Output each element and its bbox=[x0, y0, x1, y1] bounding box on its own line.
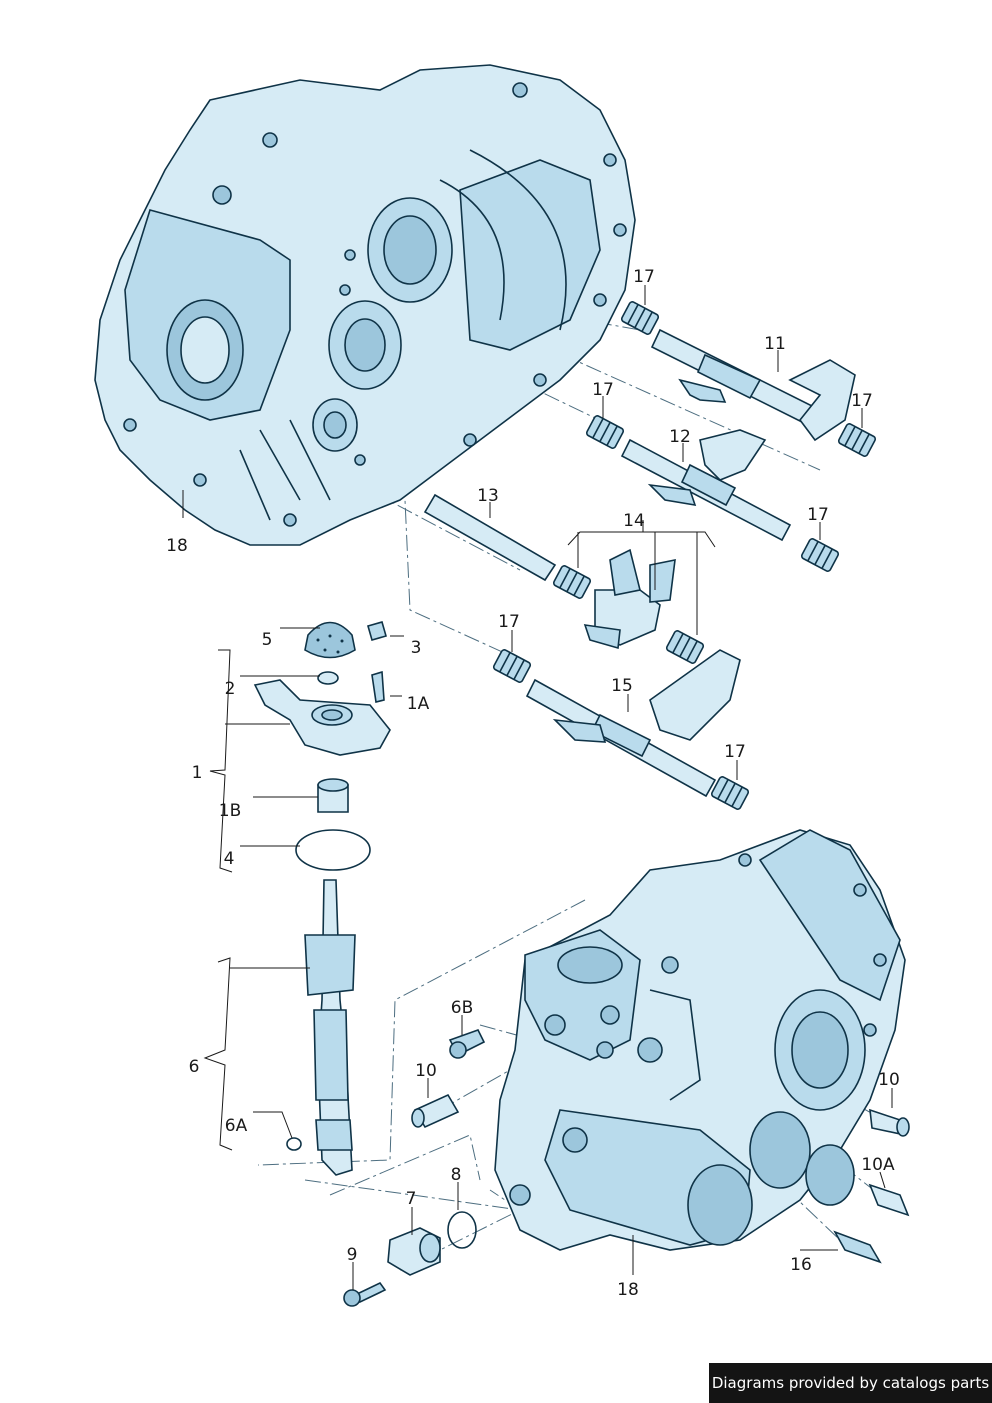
callout-9: 9 bbox=[347, 1245, 358, 1265]
callout-2: 2 bbox=[225, 679, 236, 699]
footer-credit-banner: Diagrams provided by catalogs parts bbox=[709, 1363, 992, 1403]
callout-5: 5 bbox=[262, 630, 273, 650]
callout-13: 13 bbox=[477, 486, 499, 506]
selector-assembly bbox=[253, 621, 391, 871]
callout-14: 14 bbox=[623, 511, 645, 531]
callout-10A: 10A bbox=[861, 1155, 895, 1175]
callout-1B: 1B bbox=[219, 801, 241, 821]
callout-17: 17 bbox=[633, 267, 655, 287]
selector-shaft bbox=[286, 879, 356, 1176]
callout-7: 7 bbox=[406, 1189, 417, 1209]
callout-17: 17 bbox=[851, 391, 873, 411]
callout-1A: 1A bbox=[407, 694, 430, 714]
small-parts bbox=[343, 1029, 910, 1307]
callout-15: 15 bbox=[611, 676, 633, 696]
callout-10: 10 bbox=[415, 1061, 437, 1081]
callout-8: 8 bbox=[451, 1165, 462, 1185]
callout-4: 4 bbox=[224, 849, 235, 869]
lower-housing bbox=[494, 829, 906, 1251]
callout-6: 6 bbox=[189, 1057, 200, 1077]
callout-16: 16 bbox=[790, 1255, 812, 1275]
callout-3: 3 bbox=[411, 638, 422, 658]
footer-credit-text: Diagrams provided by catalogs parts bbox=[711, 1374, 990, 1392]
upper-housing bbox=[94, 64, 636, 546]
callout-17: 17 bbox=[498, 612, 520, 632]
callout-18: 18 bbox=[617, 1280, 639, 1300]
callout-11: 11 bbox=[764, 334, 786, 354]
callout-18: 18 bbox=[166, 536, 188, 556]
callout-12: 12 bbox=[669, 427, 691, 447]
callout-17: 17 bbox=[592, 380, 614, 400]
shift-rods bbox=[423, 328, 856, 798]
callout-6A: 6A bbox=[225, 1116, 248, 1136]
callout-10: 10 bbox=[878, 1070, 900, 1090]
callout-labels: 17 11 17 17 12 17 13 14 18 5 3 2 1A 17 1… bbox=[166, 267, 900, 1300]
callout-17: 17 bbox=[807, 505, 829, 525]
callout-17: 17 bbox=[724, 742, 746, 762]
callout-1: 1 bbox=[192, 763, 203, 783]
needle-bearings bbox=[492, 301, 877, 810]
callout-6B: 6B bbox=[451, 998, 473, 1018]
leader-lines bbox=[182, 285, 893, 1290]
